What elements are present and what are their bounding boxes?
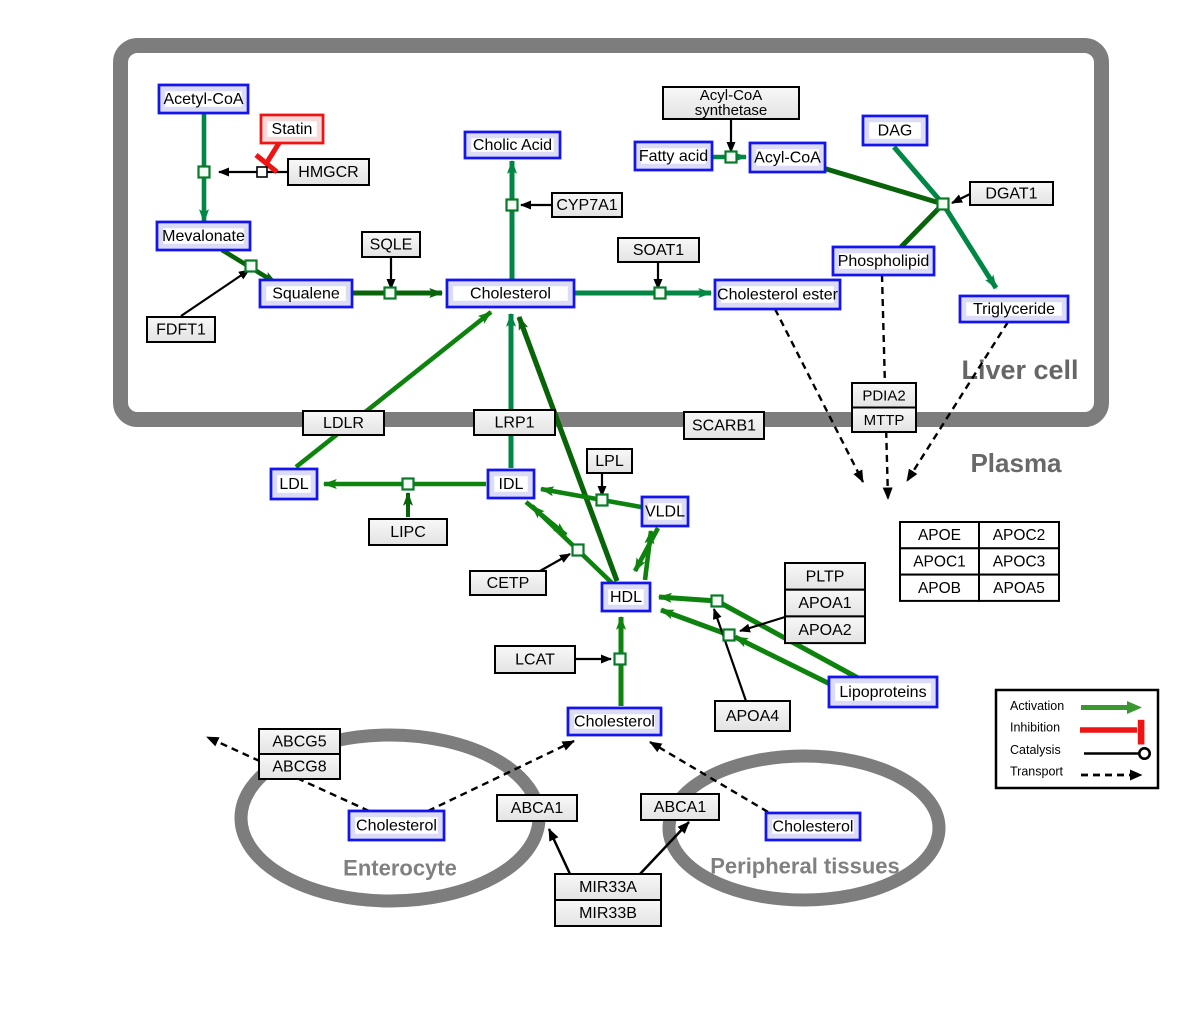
svg-text:Liver cell: Liver cell [961,355,1078,385]
svg-text:APOE: APOE [918,527,961,544]
svg-text:Enterocyte: Enterocyte [343,856,457,881]
svg-text:Cholesterol: Cholesterol [574,714,655,731]
svg-text:Cholesterol ester: Cholesterol ester [717,287,839,304]
svg-text:LDL: LDL [279,476,308,493]
svg-text:VLDL: VLDL [645,504,685,521]
svg-text:ABCA1: ABCA1 [654,799,707,816]
svg-text:DAG: DAG [878,123,913,140]
svg-text:MTTP: MTTP [864,412,905,429]
svg-text:ABCG5: ABCG5 [272,734,326,751]
svg-text:LPL: LPL [595,453,624,470]
svg-text:Cholesterol: Cholesterol [356,818,437,835]
svg-text:MIR33B: MIR33B [579,905,637,922]
svg-text:Cholesterol: Cholesterol [470,286,551,303]
svg-text:Fatty acid: Fatty acid [639,148,708,165]
svg-text:APOC2: APOC2 [993,527,1046,544]
svg-text:Peripheral tissues: Peripheral tissues [710,854,900,879]
svg-text:APOC1: APOC1 [913,553,966,570]
svg-text:APOA1: APOA1 [798,595,851,612]
svg-text:Inhibition: Inhibition [1010,721,1060,735]
svg-text:Lipoproteins: Lipoproteins [839,684,926,701]
svg-text:SOAT1: SOAT1 [633,242,684,259]
svg-text:SQLE: SQLE [370,237,413,254]
svg-text:LIPC: LIPC [390,524,426,541]
svg-text:Squalene: Squalene [272,286,340,303]
svg-text:Acetyl-CoA: Acetyl-CoA [163,91,243,108]
svg-text:Acyl-CoA: Acyl-CoA [754,150,821,167]
svg-text:Phospholipid: Phospholipid [838,253,930,270]
svg-text:ABCA1: ABCA1 [511,800,564,817]
svg-text:APOC3: APOC3 [993,553,1046,570]
svg-text:HDL: HDL [610,589,642,606]
svg-text:HMGCR: HMGCR [298,164,358,181]
svg-text:APOB: APOB [918,580,961,597]
svg-text:Triglyceride: Triglyceride [973,301,1055,318]
svg-text:LDLR: LDLR [323,415,364,432]
svg-text:APOA4: APOA4 [726,708,779,725]
svg-text:FDFT1: FDFT1 [156,322,206,339]
svg-text:APOA2: APOA2 [798,622,851,639]
svg-text:Cholic Acid: Cholic Acid [473,137,552,154]
svg-text:LRP1: LRP1 [494,415,534,432]
svg-text:IDL: IDL [499,476,524,493]
svg-text:Acyl-CoA: Acyl-CoA [700,87,763,104]
svg-text:Mevalonate: Mevalonate [162,228,245,245]
svg-text:CYP7A1: CYP7A1 [556,197,617,214]
svg-text:Cholesterol: Cholesterol [773,819,854,836]
svg-text:ABCG8: ABCG8 [272,759,326,776]
svg-text:LCAT: LCAT [515,652,555,669]
svg-text:Plasma: Plasma [970,448,1062,478]
svg-text:Transport: Transport [1010,765,1064,779]
svg-text:Activation: Activation [1010,699,1064,713]
svg-text:CETP: CETP [487,575,530,592]
svg-text:SCARB1: SCARB1 [692,418,756,435]
svg-text:synthetase: synthetase [695,102,768,119]
svg-text:APOA5: APOA5 [993,580,1045,597]
svg-text:PDIA2: PDIA2 [862,387,905,404]
svg-text:MIR33A: MIR33A [579,879,637,896]
svg-text:PLTP: PLTP [806,568,845,585]
svg-text:Catalysis: Catalysis [1010,743,1061,757]
svg-text:Statin: Statin [272,121,313,138]
svg-text:DGAT1: DGAT1 [985,186,1037,203]
